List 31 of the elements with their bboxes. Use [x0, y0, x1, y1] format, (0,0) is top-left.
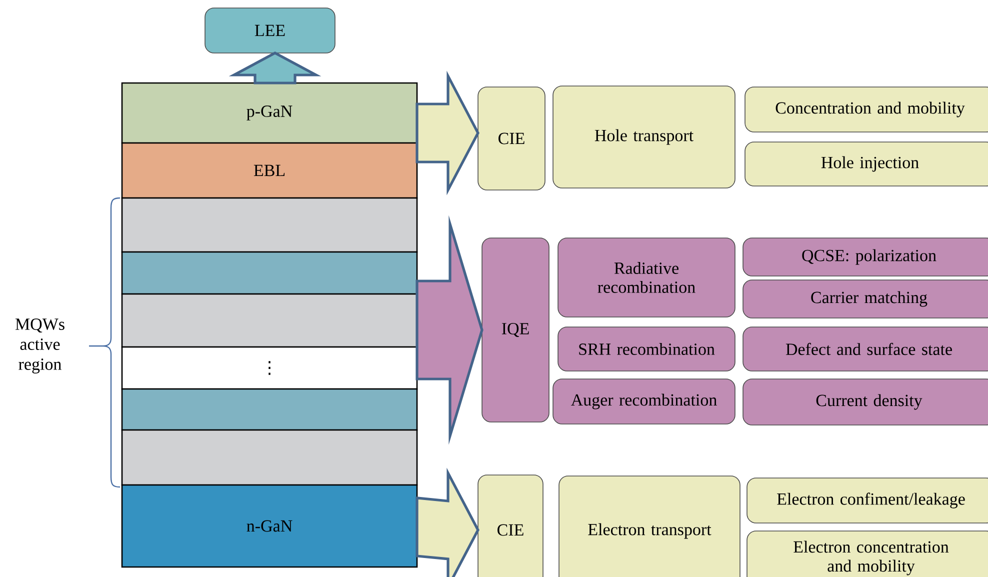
block-arrow [228, 52, 322, 84]
layer: ⋮ [121, 346, 418, 390]
process-box: SRH recombination [558, 326, 736, 372]
factor-box: Electron confiment/leakage [746, 478, 988, 524]
layer: n-GaN [121, 484, 418, 568]
process-box: Hole transport [552, 86, 736, 188]
factor-box: QCSE: polarization [742, 238, 988, 276]
process-box: Auger recombination [552, 378, 736, 424]
process-box: Radiative recombination [558, 238, 736, 318]
output-box: LEE [204, 8, 336, 54]
factor-box: Electron concentration and mobility [746, 530, 988, 577]
factor-box: Defect and surface state [742, 326, 988, 372]
layer [121, 251, 418, 295]
block-arrow [416, 215, 484, 445]
block-arrow [416, 70, 480, 196]
category-box: IQE [482, 238, 550, 422]
factor-box: Concentration and mobility [744, 86, 988, 132]
layer [121, 197, 418, 253]
region-label: MQWs active region [15, 318, 64, 374]
layer [121, 293, 418, 348]
layer: EBL [121, 142, 418, 199]
factor-box: Carrier matching [742, 280, 988, 318]
factor-box: Current density [742, 378, 988, 426]
layer [121, 429, 418, 486]
category-box: CIE [478, 86, 546, 190]
layer: p-GaN [121, 82, 418, 144]
process-box: Electron transport [558, 476, 740, 577]
factor-box: Hole injection [744, 142, 988, 186]
layer [121, 388, 418, 431]
block-arrow [416, 468, 480, 577]
category-box: CIE [478, 474, 544, 577]
